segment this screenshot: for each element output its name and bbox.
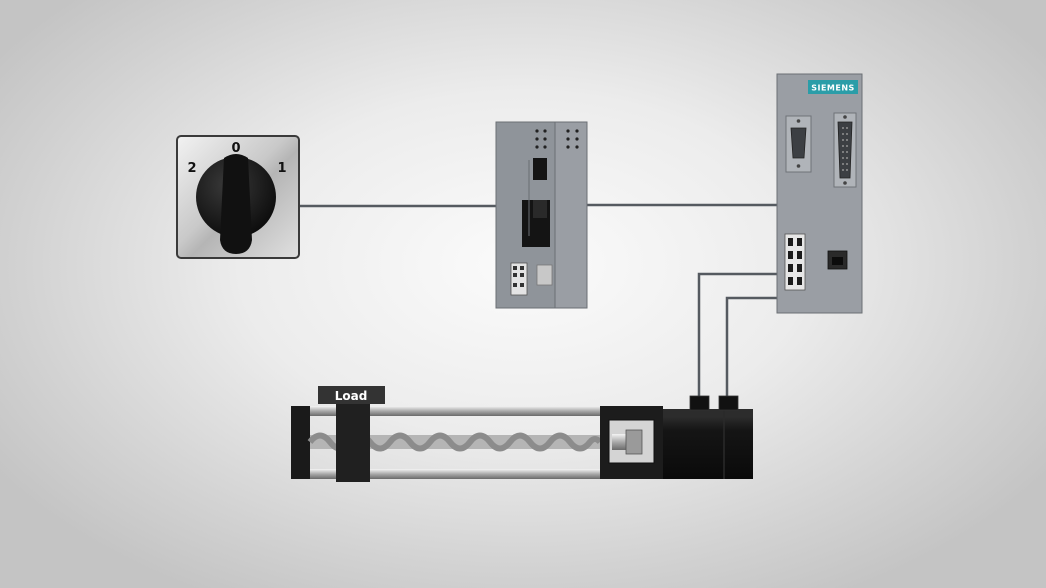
module-terminal-pins (513, 266, 524, 287)
parallel-port-screw-top (843, 115, 847, 119)
switch-position-2: 2 (187, 161, 196, 176)
plc-brand-badge (808, 80, 858, 94)
switch-knob-handle (220, 154, 252, 254)
interface-module[interactable] (495, 121, 588, 309)
load-label: Load (335, 389, 368, 403)
serial-port-screw-bottom (796, 164, 801, 168)
linear-actuator[interactable]: Load (291, 386, 753, 482)
parallel-port-screw-bottom (843, 181, 847, 185)
module-port-lower-tab (533, 200, 547, 218)
plc-brand-label: SIEMENS (811, 84, 855, 93)
servo-motor-top-ridge (663, 409, 753, 417)
parallel-port-connector (837, 121, 853, 179)
serial-port-screw-top (796, 119, 801, 123)
switch-position-0: 0 (231, 141, 240, 156)
module-led-grid-left (535, 129, 547, 149)
wire-plc-to-motor-2 (725, 296, 777, 398)
ethernet-port-latch (832, 257, 843, 265)
wiring (299, 203, 777, 398)
coupling-hub (625, 429, 643, 455)
servo-motor-body (663, 409, 753, 479)
serial-port-connector (790, 127, 807, 159)
module-port-upper (533, 158, 547, 180)
actuator-guide-rod-bottom (310, 469, 600, 479)
plc-terminal-slots (788, 238, 802, 285)
module-right-body (554, 121, 588, 309)
module-status-window (536, 264, 553, 286)
module-led-grid-right (566, 129, 579, 149)
plc-terminal-connector (784, 233, 806, 291)
load-carriage[interactable] (336, 398, 370, 482)
selector-switch[interactable]: 2 0 1 (176, 135, 300, 259)
parallel-port-pins (842, 127, 848, 171)
plc-module[interactable]: SIEMENS (776, 73, 863, 314)
actuator-guide-rod-top (310, 406, 600, 416)
actuator-left-endcap (291, 406, 310, 479)
switch-position-1: 1 (277, 161, 286, 176)
servo-motor-connector-2[interactable] (718, 395, 739, 411)
wire-plc-to-motor-1 (697, 272, 777, 398)
servo-motor-connector-1[interactable] (689, 395, 710, 411)
load-tag (318, 386, 385, 404)
